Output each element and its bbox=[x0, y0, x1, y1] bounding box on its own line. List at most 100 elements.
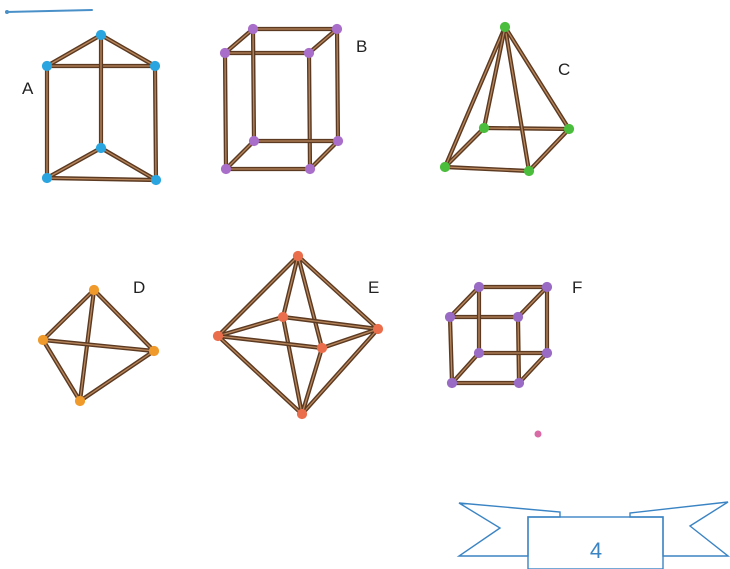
joint-e-6 bbox=[296, 408, 308, 420]
joint-a-3 bbox=[149, 60, 161, 72]
figure-a-prism bbox=[41, 29, 162, 186]
rod-c-4-highlight bbox=[444, 127, 485, 168]
rod-a-5-highlight bbox=[100, 147, 157, 181]
joint-f-3 bbox=[446, 377, 458, 389]
rod-c-6-highlight bbox=[504, 26, 530, 172]
joint-d-3 bbox=[148, 345, 160, 357]
rod-f-4-highlight bbox=[449, 316, 453, 384]
banner-left-ribbon bbox=[456, 502, 561, 557]
figure-c-pyramid bbox=[439, 21, 575, 177]
figure-label-f: F bbox=[572, 278, 582, 297]
rod-e-1-highlight bbox=[217, 255, 299, 337]
rod-b-2-highlight bbox=[308, 52, 311, 170]
joint-d-4 bbox=[74, 395, 86, 407]
joint-e-3 bbox=[372, 323, 384, 335]
rod-c-7-highlight bbox=[483, 26, 506, 129]
rod-d-6-highlight bbox=[79, 350, 155, 402]
rod-e-4-highlight bbox=[297, 255, 323, 349]
joint-a-2 bbox=[41, 60, 53, 72]
rod-d-5-highlight bbox=[42, 339, 81, 402]
rod-b-6-highlight bbox=[336, 28, 339, 142]
rod-e-7-highlight bbox=[282, 316, 303, 415]
figure-e-octahedron bbox=[212, 250, 384, 420]
rod-c-3-highlight bbox=[483, 127, 570, 130]
joint-b-5 bbox=[247, 23, 259, 35]
joint-c-4 bbox=[478, 122, 490, 134]
rod-b-12-highlight bbox=[309, 140, 339, 170]
joint-a-5 bbox=[41, 172, 53, 184]
rod-b-10-highlight bbox=[308, 28, 338, 54]
figure-label-a: A bbox=[22, 79, 34, 98]
joint-a-1 bbox=[95, 29, 107, 41]
rod-f-2-highlight bbox=[517, 316, 520, 384]
rod-d-1-highlight bbox=[42, 289, 95, 341]
joint-d-1 bbox=[88, 284, 100, 296]
joint-f-2 bbox=[512, 311, 524, 323]
rod-e-12-highlight bbox=[217, 335, 323, 349]
figure-f-cube bbox=[444, 281, 553, 389]
rod-e-9-highlight bbox=[217, 316, 284, 337]
page-number-banner bbox=[456, 501, 730, 569]
rod-a-2-highlight bbox=[100, 34, 156, 67]
rod-a-1-highlight bbox=[46, 34, 102, 67]
banner-center-box bbox=[527, 516, 664, 569]
joint-c-2 bbox=[439, 161, 451, 173]
joint-b-1 bbox=[219, 47, 231, 59]
stray-dot bbox=[534, 430, 542, 438]
joint-b-6 bbox=[331, 23, 343, 35]
joint-a-4 bbox=[95, 142, 107, 154]
rod-b-8-highlight bbox=[252, 28, 255, 142]
rod-f-10-highlight bbox=[517, 286, 548, 318]
rod-f-11-highlight bbox=[451, 352, 480, 384]
figure-label-c: C bbox=[558, 60, 570, 79]
rod-c-1-highlight bbox=[444, 166, 530, 172]
joint-b-8 bbox=[332, 135, 344, 147]
figure-b-cuboid bbox=[219, 23, 344, 175]
rod-d-2-highlight bbox=[93, 289, 155, 352]
rod-d-4-highlight bbox=[42, 339, 155, 352]
rod-e-10-highlight bbox=[282, 316, 379, 330]
joint-e-2 bbox=[212, 330, 224, 342]
joint-e-5 bbox=[316, 342, 328, 354]
joint-b-3 bbox=[220, 163, 232, 175]
rod-b-4-highlight bbox=[224, 52, 227, 170]
joint-e-4 bbox=[277, 311, 289, 323]
joint-c-5 bbox=[563, 123, 575, 135]
joint-f-5 bbox=[473, 281, 485, 293]
joint-f-8 bbox=[541, 347, 553, 359]
rod-e-5-highlight bbox=[217, 335, 303, 415]
page-number: 4 bbox=[590, 538, 602, 563]
joint-f-4 bbox=[513, 377, 525, 389]
joint-c-1 bbox=[499, 21, 511, 33]
accent-line-dot bbox=[5, 10, 9, 14]
rod-e-8-highlight bbox=[301, 347, 323, 415]
joint-f-1 bbox=[444, 311, 456, 323]
rod-c-8-highlight bbox=[504, 26, 570, 130]
rod-e-11-highlight bbox=[321, 328, 379, 349]
rod-c-5-highlight bbox=[444, 26, 506, 168]
rod-f-12-highlight bbox=[518, 352, 548, 384]
rod-a-9-highlight bbox=[154, 65, 157, 181]
joint-e-1 bbox=[292, 250, 304, 262]
joint-b-4 bbox=[304, 163, 316, 175]
joint-f-6 bbox=[541, 281, 553, 293]
figure-label-b: B bbox=[356, 37, 367, 56]
joint-c-3 bbox=[523, 165, 535, 177]
joint-d-2 bbox=[37, 334, 49, 346]
banner-right-ribbon bbox=[629, 501, 730, 557]
accent-line bbox=[5, 9, 93, 13]
rod-b-9-highlight bbox=[224, 28, 254, 54]
joint-b-7 bbox=[248, 135, 260, 147]
rod-c-2-highlight bbox=[528, 128, 570, 172]
rod-e-2-highlight bbox=[297, 255, 379, 330]
rod-f-9-highlight bbox=[449, 286, 480, 318]
rod-b-11-highlight bbox=[225, 140, 255, 170]
joint-b-2 bbox=[303, 47, 315, 59]
figure-label-e: E bbox=[368, 278, 379, 297]
figure-d-tetrahedron bbox=[37, 284, 160, 407]
rod-e-3-highlight bbox=[282, 255, 299, 318]
rod-e-6-highlight bbox=[301, 328, 379, 415]
figure-label-d: D bbox=[133, 278, 145, 297]
joint-a-6 bbox=[150, 174, 162, 186]
